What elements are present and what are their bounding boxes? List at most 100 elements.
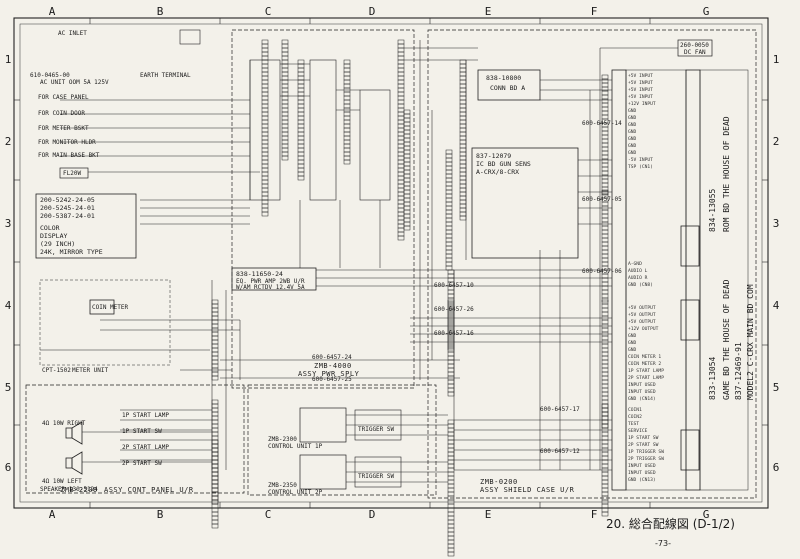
pins-top-pin: GND: [628, 144, 637, 149]
meter-unit-code: CPT-1502: [42, 367, 71, 374]
pins-mid-pin: GND: [628, 341, 637, 346]
amp-code: 838-11650-24: [236, 270, 283, 278]
pwr-sply-name: ASSY PWR SPLY: [298, 370, 360, 378]
for-monitor-hldr-label: FOR MONITOR HLDR: [38, 139, 96, 146]
wire-code-5: 600-6457-16: [434, 330, 474, 337]
control-unit-2p-code: ZMB-2350: [268, 482, 297, 489]
pins-mid-pin: COIN METER 1: [628, 355, 662, 360]
pins-bottom-pin: SERVICE: [628, 429, 648, 434]
speaker-right-label: 4Ω 10W RIGHT: [42, 420, 86, 427]
ac-unit-label: AC UNIT OOM 5A 125V: [40, 79, 109, 86]
display-spec-line-7: 24K, MIRROR TYPE: [40, 248, 103, 256]
pins-mid-pin: 1P START LAMP: [628, 369, 664, 374]
gun-sens-name: IC BD GUN SENS: [476, 160, 531, 168]
wire-code-1: 600-6457-24: [312, 354, 352, 361]
grid-row-5: 5: [4, 381, 12, 394]
page-number: -73-: [655, 539, 671, 548]
game-bd-code: 833-13054: [708, 356, 717, 400]
pins-audio-pin: GND (CN8): [628, 283, 653, 288]
pins-mid-pin: GND (CN14): [628, 397, 656, 402]
grid-row-6-right: 6: [772, 461, 780, 474]
display-spec-line-2: 200-5245-24-01: [40, 204, 95, 212]
wire-code-8: 600-6457-14: [582, 120, 622, 127]
grid-col-e-bottom: E: [484, 508, 492, 521]
grid-col-e: E: [484, 5, 492, 18]
pins-bottom-pin: GND (CN13): [628, 478, 656, 483]
dc-fan-code: 260-0050: [680, 42, 709, 49]
grid-row-4-right: 4: [772, 299, 780, 312]
pins-audio-pin: AUDIO R: [628, 276, 648, 281]
pins-bottom-pin: COIN2: [628, 415, 642, 420]
pins-top-pin: +5V INPUT: [628, 88, 653, 93]
grid-row-6: 6: [4, 461, 12, 474]
grid-col-g: G: [702, 5, 710, 18]
grid-row-1: 1: [4, 53, 12, 66]
ac-inlet-label: AC INLET: [58, 30, 87, 37]
control-unit-1p-name: CONTROL UNIT 1P: [268, 443, 323, 450]
pins-mid-pin: INPUT USED: [628, 390, 656, 395]
trigger-sw-1p: TRIGGER SW: [358, 426, 395, 433]
pins-mid-pin: 2P START LAMP: [628, 376, 664, 381]
grid-col-f: F: [590, 5, 598, 18]
shield-case-name: ASSY SHIELD CASE U/R: [480, 486, 575, 494]
pins-mid-pin: GND: [628, 348, 637, 353]
pins-top-pin: GND: [628, 137, 637, 142]
grid-col-g-bottom: G: [702, 508, 710, 521]
cont-item-2p-start-lamp: 2P START LAMP: [122, 444, 169, 451]
earth-terminal-label: EARTH TERMINAL: [140, 72, 191, 79]
pins-bottom-pin: 2P TRIGGER SW: [628, 457, 664, 462]
wire-code-9: 600-6457-05: [582, 196, 622, 203]
conn-bd-a-code: 838-10800: [486, 74, 522, 82]
for-case-panel-label: FOR CASE PANEL: [38, 94, 89, 101]
pins-top-pin: +5V INPUT: [628, 74, 653, 79]
grid-col-d-bottom: D: [368, 508, 376, 521]
pins-top-pin: +5V INPUT: [628, 95, 653, 100]
pins-mid-pin: +5V OUTPUT: [628, 320, 656, 325]
cont-panel-name: ASSY CONT PANEL U/R: [104, 486, 194, 494]
page-caption: 20. 総合配線図 (D-1/2): [606, 517, 735, 531]
pins-bottom-pin: TEST: [628, 422, 640, 427]
wire-code-3: 600-6457-10: [434, 282, 474, 289]
pins-mid-pin: +5V OUTPUT: [628, 313, 656, 318]
pins-top-pin: GND: [628, 151, 637, 156]
for-coin-door-label: FOR COIN DOOR: [38, 110, 85, 117]
dc-fan-name: DC FAN: [684, 49, 706, 56]
cont-item-1p-start-lamp: 1P START LAMP: [122, 412, 169, 419]
fl20w-label: FL20W: [63, 170, 82, 177]
pins-top-pin: GND: [628, 123, 637, 128]
pins-bottom-pin: COIN1: [628, 408, 642, 413]
rom-bd-code: 834-13055: [708, 188, 717, 232]
display-spec-line-6: (29 INCH): [40, 240, 76, 248]
grid-col-b: B: [156, 5, 164, 18]
pins-bottom-pin: 2P START SW: [628, 443, 659, 448]
display-spec-line-4: COLOR: [40, 224, 60, 232]
grid-col-c-bottom: C: [264, 508, 272, 521]
display-spec-line-3: 200-5387-24-01: [40, 212, 95, 220]
pins-top-pin: GND: [628, 109, 637, 114]
grid-col-d: D: [368, 5, 376, 18]
pins-top-pin: +5V INPUT: [628, 81, 653, 86]
conn-bd-a-name: CONN BD A: [490, 84, 526, 92]
pins-mid-pin: +12V OUTPUT: [628, 327, 659, 332]
meter-unit-name: METER UNIT: [72, 367, 109, 374]
gun-sens-code: 837-12079: [476, 152, 512, 160]
pwr-sply-code: ZMB-4000: [314, 362, 352, 370]
grid-col-a: A: [48, 5, 56, 18]
pins-top-pin: GND: [628, 116, 637, 121]
speaker-left-label: 4Ω 10W LEFT: [42, 478, 82, 485]
shield-case-code: ZMB-0200: [480, 478, 518, 486]
pins-bottom-pin: INPUT USED: [628, 464, 656, 469]
pins-bottom-pin: 1P START SW: [628, 436, 659, 441]
wire-code-10: 600-6457-06: [582, 268, 622, 275]
pins-top-pin: GND: [628, 130, 637, 135]
grid-row-3: 3: [4, 217, 12, 230]
trigger-sw-2p: TRIGGER SW: [358, 473, 395, 480]
pins-bottom-pin: 1P TRIGGER SW: [628, 450, 664, 455]
grid-col-a-bottom: A: [48, 508, 56, 521]
pins-audio-pin: AUDIO L: [628, 269, 648, 274]
wire-code-6: 600-6457-17: [540, 406, 580, 413]
display-spec-line-5: DISPLAY: [40, 232, 68, 240]
pins-top-pin: -5V INPUT: [628, 158, 653, 163]
for-meter-bskt-label: FOR METER BSKT: [38, 125, 89, 132]
